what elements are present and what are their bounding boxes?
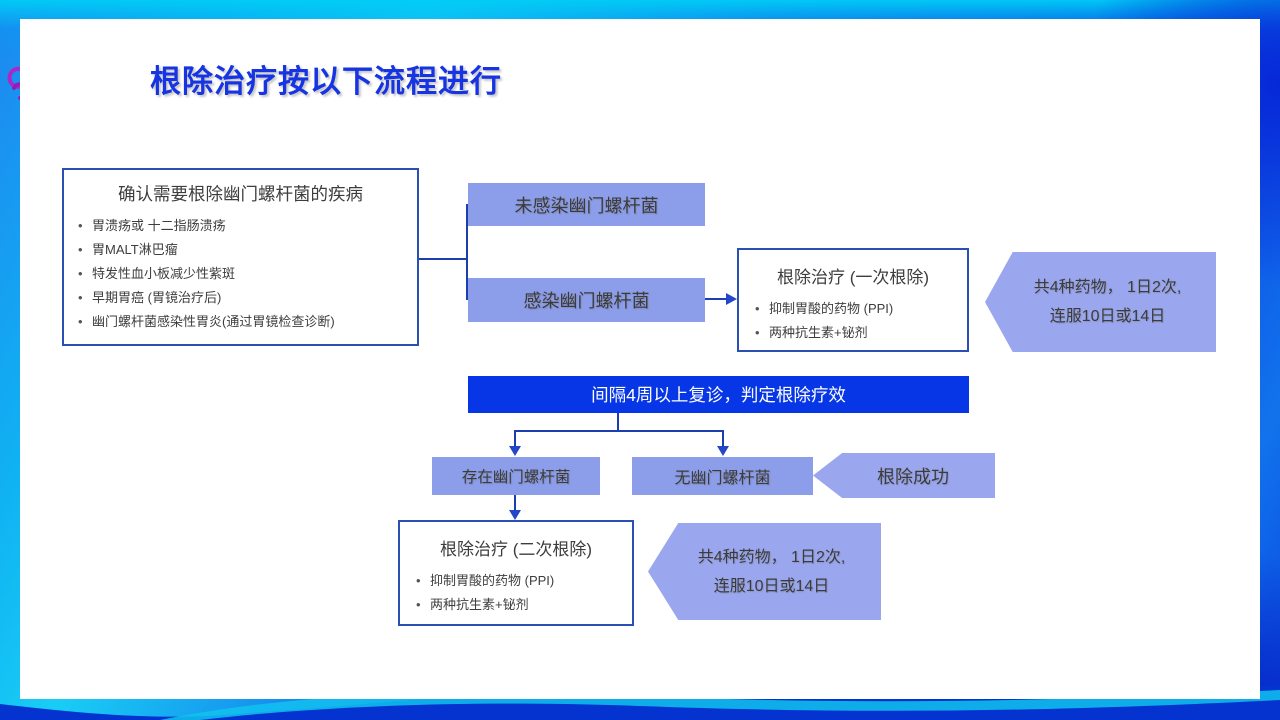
connector-branch-right-drop [722,430,724,446]
diseases-list: 胃溃疡或 十二指肠溃疡 胃MALT淋巴瘤 特发性血小板减少性紫斑 早期胃癌 (胃… [64,214,417,334]
slide-surface [20,19,1260,699]
second-regimen-line1: 共4种药物， 1日2次, [697,548,846,566]
first-treatment-box: 根除治疗 (一次根除) 抑制胃酸的药物 (PPI) 两种抗生素+铋剂 [737,248,969,352]
first-regimen-line1: 共4种药物， 1日2次, [1033,279,1182,296]
arrowhead-right-icon [726,293,737,305]
diseases-list-item: 幽门螺杆菌感染性胃炎(通过胃镜检查诊断) [78,310,417,334]
connector-infected-to-treatment1 [705,298,727,300]
diseases-list-item: 胃溃疡或 十二指肠溃疡 [78,214,417,238]
second-regimen-chevron: 共4种药物， 1日2次, 连服10日或14日 [648,523,881,620]
connector-present-to-treatment2 [514,495,516,511]
second-treatment-box: 根除治疗 (二次根除) 抑制胃酸的药物 (PPI) 两种抗生素+铋剂 [398,520,634,626]
hp-present-box: 存在幽门螺杆菌 [432,457,600,495]
first-treatment-title: 根除治疗 (一次根除) [776,268,930,287]
second-treatment-item: 抑制胃酸的药物 (PPI) [416,569,632,593]
connector-review-stem [617,413,619,431]
second-treatment-item: 两种抗生素+铋剂 [416,593,632,617]
first-treatment-list: 抑制胃酸的药物 (PPI) 两种抗生素+铋剂 [739,297,967,345]
uninfected-status-box: 未感染幽门螺杆菌 [468,183,705,226]
first-regimen-line2: 连服10日或14日 [1049,308,1166,325]
second-treatment-title: 根除治疗 (二次根除) [439,540,593,559]
connector-branch-horizontal [514,430,724,432]
review-bar: 间隔4周以上复诊，判定根除疗效 [468,376,969,413]
second-treatment-list: 抑制胃酸的药物 (PPI) 两种抗生素+铋剂 [400,569,632,617]
eradication-success-chevron: 根除成功 [813,453,995,498]
arrowhead-down-icon [717,446,729,456]
first-treatment-item: 两种抗生素+铋剂 [755,321,967,345]
hp-absent-box: 无幽门螺杆菌 [632,457,813,495]
diseases-list-item: 早期胃癌 (胃镜治疗后) [78,286,417,310]
second-regimen-line2: 连服10日或14日 [713,577,830,595]
infected-status-box: 感染幽门螺杆菌 [468,278,705,322]
first-regimen-chevron: 共4种药物， 1日2次, 连服10日或14日 [985,252,1216,352]
connector-status-bracket-vertical [466,204,468,300]
connector-branch-left-drop [514,430,516,446]
diseases-box: 确认需要根除幽门螺杆菌的疾病 胃溃疡或 十二指肠溃疡 胃MALT淋巴瘤 特发性血… [62,168,419,346]
diseases-box-title: 确认需要根除幽门螺杆菌的疾病 [118,184,363,204]
diseases-list-item: 特发性血小板减少性紫斑 [78,262,417,286]
diseases-list-item: 胃MALT淋巴瘤 [78,238,417,262]
arrowhead-down-icon [509,446,521,456]
connector-diseases-horizontal [419,258,467,260]
first-treatment-item: 抑制胃酸的药物 (PPI) [755,297,967,321]
slide-title: 根除治疗按以下流程进行 [150,64,502,99]
arrowhead-down-icon [509,510,521,520]
